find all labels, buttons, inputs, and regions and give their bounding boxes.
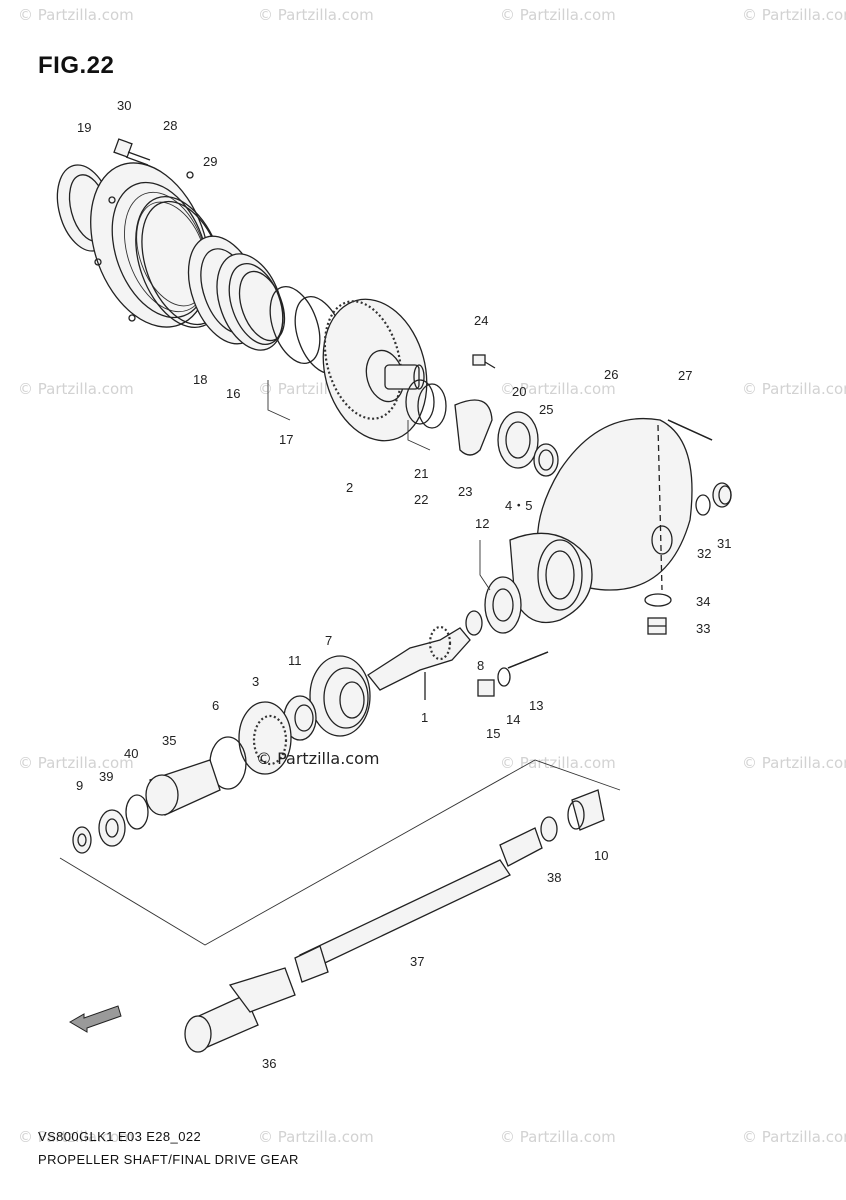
part-2-ring-gear [322, 298, 428, 442]
watermark: © Partzilla.com [18, 754, 134, 772]
part-15-nut [477, 679, 495, 697]
part-label: 40 [124, 746, 139, 761]
part-label: 8 [477, 658, 485, 673]
part-label: 14 [506, 712, 521, 727]
part-20-bearing [497, 411, 539, 469]
part-14-washer [497, 667, 511, 687]
part-36-universal-joint [184, 967, 296, 1053]
part-24-bolt [472, 354, 496, 369]
part-17-shim [269, 286, 321, 364]
part-3-coupling [238, 701, 292, 775]
part-23-stopper [454, 399, 493, 456]
part-9-washer [72, 826, 92, 854]
watermark: © Partzilla.com [18, 380, 134, 398]
part-label: 39 [99, 769, 114, 784]
part-label: 17 [279, 432, 294, 447]
watermark: © Partzilla.com [742, 1128, 846, 1146]
watermark: © Partzilla.com [742, 754, 846, 772]
part-label: 26 [604, 367, 619, 382]
part-8-nut [465, 610, 483, 636]
part-label: 12 [475, 516, 490, 531]
part-10-coupling [567, 789, 605, 831]
part-label: 33 [696, 621, 711, 636]
part-39-washer [98, 809, 126, 847]
watermark: © Partzilla.com [500, 380, 616, 398]
part-label: 29 [203, 154, 218, 169]
part-label: 6 [212, 698, 220, 713]
part-label: 28 [163, 118, 178, 133]
part-label: 13 [529, 698, 544, 713]
part-16-bearing [216, 253, 286, 351]
watermark: © Partzilla.com [500, 6, 616, 24]
part-40-circlip [125, 794, 149, 830]
part-27-stud [667, 419, 713, 441]
part-label: 27 [678, 368, 693, 383]
watermark: © Partzilla.com [742, 380, 846, 398]
watermark: © Partzilla.com [500, 754, 616, 772]
part-label: 31 [717, 536, 732, 551]
watermark: © Partzilla.com [258, 1128, 374, 1146]
watermark: © Partzilla.com [258, 6, 374, 24]
part-13-stud [507, 651, 549, 669]
part-label: 15 [486, 726, 501, 741]
watermark: © Partzilla.com [742, 6, 846, 24]
part-label: 34 [696, 594, 711, 609]
fwd-arrow-icon [69, 1005, 122, 1033]
part-label: 25 [539, 402, 554, 417]
part-label: 22 [414, 492, 429, 507]
part-33-drain-plug [647, 617, 667, 635]
part-label: 36 [262, 1056, 277, 1071]
diagram-code: VS800GLK1 E03 E28_022 [38, 1129, 202, 1144]
part-37-propeller-shaft [294, 827, 543, 983]
part-label: 9 [76, 778, 84, 793]
part-1-drive-gear [367, 625, 471, 700]
part-label: 30 [117, 98, 132, 113]
part-label: 38 [547, 870, 562, 885]
part-label: 3 [252, 674, 260, 689]
part-34-gasket [644, 593, 672, 607]
part-7-bearing [309, 655, 371, 737]
watermark: © Partzilla.com [18, 6, 134, 24]
figure-title: FIG.22 [38, 52, 115, 79]
part-label: 18 [193, 372, 208, 387]
center-watermark: © Partzilla.com [256, 749, 380, 768]
part-label: 24 [474, 313, 489, 328]
part-21-shim [405, 379, 435, 425]
part-label: 23 [458, 484, 473, 499]
part-label: 2 [346, 480, 354, 495]
part-32-washer [695, 494, 711, 516]
part-30-bolt [113, 138, 151, 166]
watermark: © Partzilla.com [500, 1128, 616, 1146]
part-4-5-gear-case [509, 532, 593, 624]
part-label: 32 [697, 546, 712, 561]
part-label: 35 [162, 733, 177, 748]
part-label: 11 [288, 653, 302, 668]
watermark: © Partzilla.com [18, 1128, 134, 1146]
part-label: 16 [226, 386, 241, 401]
part-label: 7 [325, 633, 333, 648]
part-label: 21 [414, 466, 429, 481]
diagram-title: PROPELLER SHAFT/FINAL DRIVE GEAR [38, 1152, 299, 1167]
part-label: 10 [594, 848, 609, 863]
part-35-damper [145, 759, 221, 816]
part-38-circlip [540, 816, 558, 842]
part-label: 19 [77, 120, 92, 135]
part-label: 1 [421, 710, 429, 725]
part-label: 4・5 [505, 498, 533, 513]
assembly-outline [59, 759, 621, 946]
part-12-shim [484, 576, 522, 634]
part-label: 37 [410, 954, 425, 969]
part-25-ring [533, 443, 559, 477]
part-label: 20 [512, 384, 527, 399]
part-31-plug [712, 482, 732, 508]
